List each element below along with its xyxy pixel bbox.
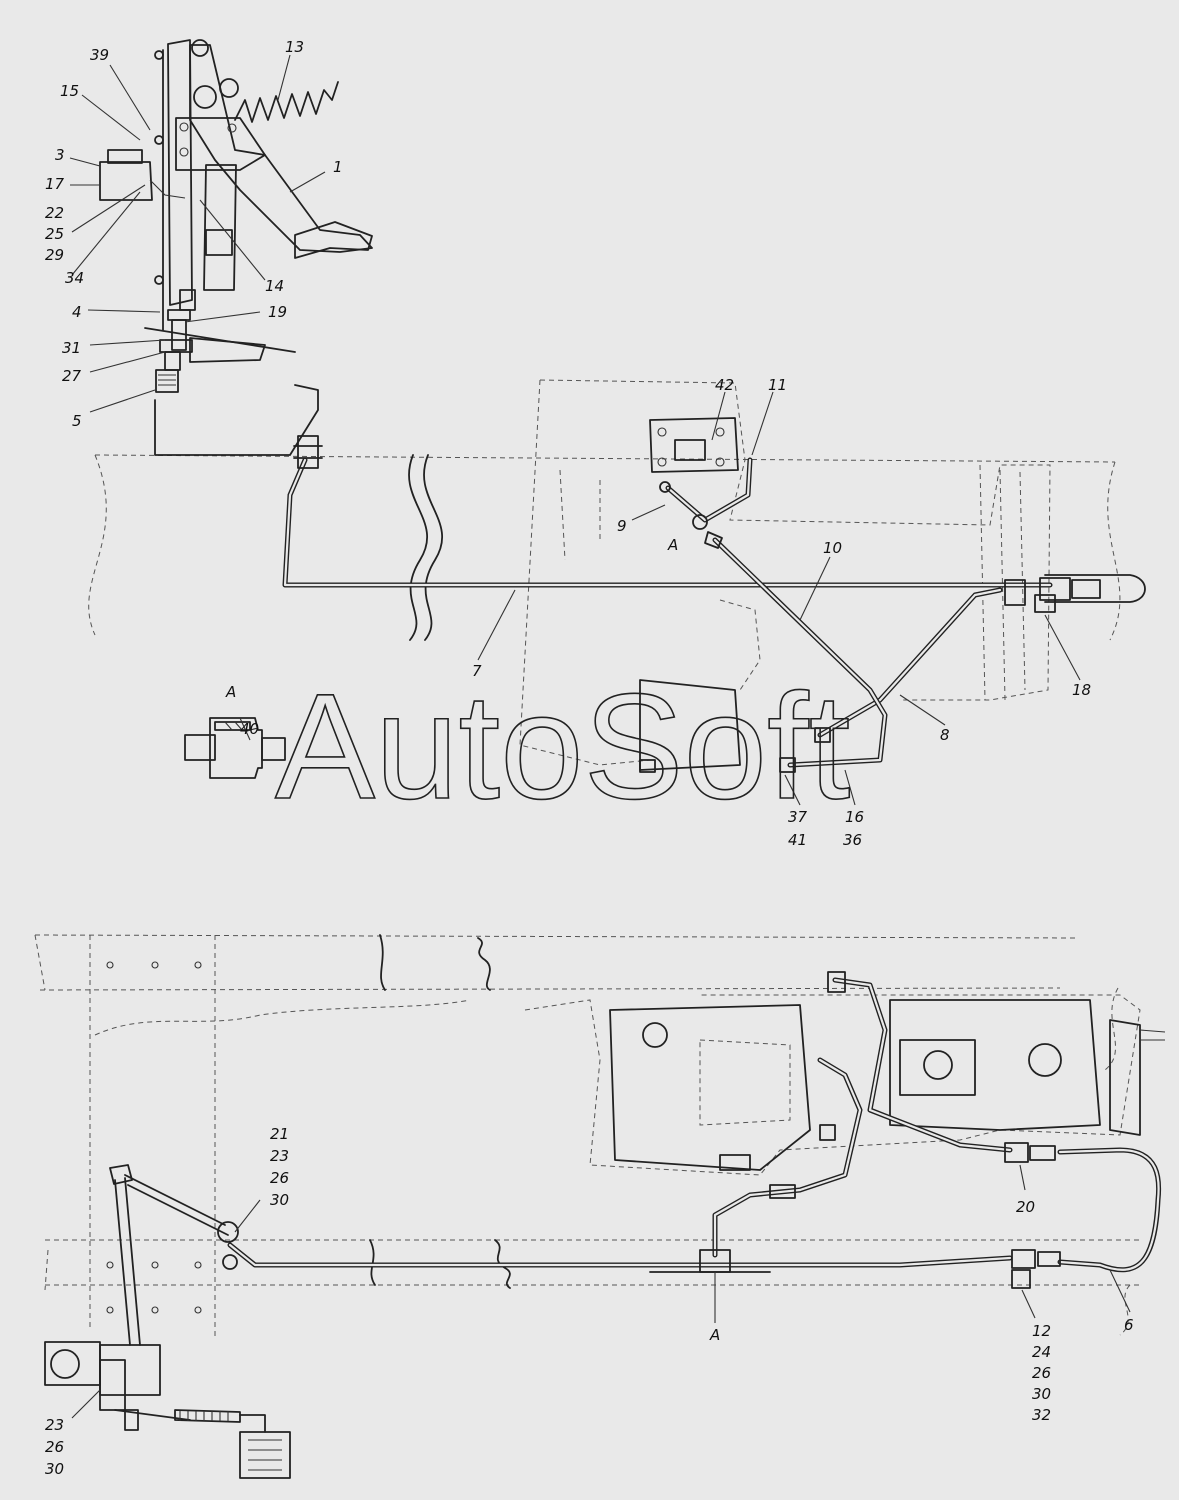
label-26-lower: 26 (45, 1438, 64, 1456)
fittings-12 (649, 1249, 1061, 1289)
pipe-end-loop-18 (1004, 574, 1146, 613)
label-9: 9 (617, 517, 627, 535)
label-30-lower: 30 (45, 1460, 64, 1478)
pipeline-11 (659, 457, 753, 549)
label-31: 31 (62, 339, 81, 357)
label-a-top: A (667, 536, 678, 554)
leaders-bottom (71, 1164, 1131, 1419)
label-26-right: 26 (1032, 1364, 1051, 1382)
label-42: 42 (715, 376, 734, 394)
pipeline-6 (1057, 1147, 1162, 1273)
leaders-top (477, 391, 1081, 806)
label-a-bottom: A (709, 1326, 720, 1344)
label-15: 15 (60, 82, 79, 100)
label-26-upper: 26 (270, 1169, 289, 1187)
label-40: 40 (240, 720, 259, 738)
label-11: 11 (768, 376, 787, 394)
label-29: 29 (45, 246, 64, 264)
frame-bottom-section (34, 934, 1140, 1340)
label-25: 25 (45, 225, 64, 243)
label-6: 6 (1124, 1316, 1134, 1334)
label-12: 12 (1032, 1322, 1051, 1340)
pedal-assembly (69, 39, 373, 413)
part-labels: 39 13 15 3 17 1 22 25 29 34 14 4 19 31 2… (45, 38, 1134, 1478)
label-10: 10 (823, 539, 842, 557)
label-34: 34 (65, 269, 84, 287)
label-4: 4 (72, 303, 82, 321)
pipeline-10 (712, 537, 888, 768)
view-a-detail (184, 717, 286, 779)
label-14: 14 (265, 277, 284, 295)
lower-pedal-assembly (44, 1164, 291, 1479)
watermark: AutoSoft (275, 662, 850, 830)
label-3: 3 (55, 146, 65, 164)
label-19: 19 (268, 303, 287, 321)
label-27: 27 (62, 367, 82, 385)
label-7: 7 (472, 662, 482, 680)
label-24: 24 (1032, 1343, 1051, 1361)
label-23-lower: 23 (45, 1416, 64, 1434)
frame-top-section (88, 384, 1121, 641)
label-36: 36 (843, 831, 862, 849)
label-8: 8 (940, 726, 950, 744)
pipeline-20 (712, 971, 1056, 1258)
label-13: 13 (285, 38, 304, 56)
label-37: 37 (788, 808, 808, 826)
label-20: 20 (1016, 1198, 1035, 1216)
label-30-upper: 30 (270, 1191, 289, 1209)
label-1: 1 (333, 158, 343, 176)
label-5: 5 (72, 412, 82, 430)
pipeline-8 (817, 587, 1003, 738)
frame-rivets (106, 961, 202, 1314)
label-32: 32 (1032, 1406, 1051, 1424)
pipeline-7 (282, 435, 1053, 588)
label-21: 21 (270, 1125, 289, 1143)
pipeline-bottom-main (227, 1242, 1013, 1268)
label-23-upper: 23 (270, 1147, 289, 1165)
label-a-view: A (225, 683, 236, 701)
label-39: 39 (90, 46, 109, 64)
label-41: 41 (788, 831, 807, 849)
fittings-37-16 (639, 727, 831, 773)
label-22: 22 (45, 204, 64, 222)
label-30-right: 30 (1032, 1385, 1051, 1403)
gearbox-top-view (519, 379, 1051, 771)
gearbox-side-view (524, 994, 1166, 1176)
label-18: 18 (1072, 681, 1091, 699)
label-16: 16 (845, 808, 864, 826)
label-17: 17 (45, 175, 65, 193)
